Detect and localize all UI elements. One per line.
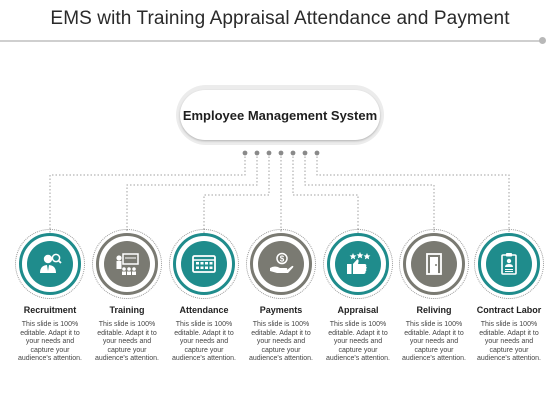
- node-ring: [92, 229, 162, 299]
- node-appraisal: Appraisal This slide is 100%editable. Ad…: [320, 229, 396, 364]
- connector-dot: [242, 150, 248, 156]
- connector-recruitment: [49, 153, 246, 233]
- connector-training: [126, 153, 258, 233]
- node-ring: [399, 229, 469, 299]
- node-label: Recruitment: [23, 305, 77, 315]
- node-label: Payments: [259, 305, 303, 315]
- connector-attendance: [203, 153, 270, 233]
- node-ring: [15, 229, 85, 299]
- node-attendance: Attendance This slide is 100%editable. A…: [166, 229, 242, 364]
- node-training: Training This slide is 100%editable. Ada…: [89, 229, 165, 364]
- attendance-icon: [181, 241, 227, 287]
- connector-reliving: [304, 153, 435, 233]
- title-divider: [0, 40, 541, 42]
- node-reliving: Reliving This slide is 100%editable. Ada…: [396, 229, 472, 364]
- connector-dot: [254, 150, 260, 156]
- center-node: Employee Management System: [180, 90, 380, 140]
- node-label: Reliving: [416, 305, 452, 315]
- node-label: Attendance: [179, 305, 229, 315]
- connector-dot: [278, 150, 284, 156]
- node-recruitment: Recruitment This slide is 100%editable. …: [12, 229, 88, 364]
- node-ring: [169, 229, 239, 299]
- title-divider-dot: [539, 37, 546, 44]
- page-title: EMS with Training Appraisal Attendance a…: [50, 8, 510, 29]
- payments-icon: $: [258, 241, 304, 287]
- node-contract-labor: Contract Labor This slide is 100%editabl…: [471, 229, 547, 364]
- connector-dot: [290, 150, 296, 156]
- node-label: Appraisal: [337, 305, 379, 315]
- node-ring: $: [246, 229, 316, 299]
- connector-dot: [266, 150, 272, 156]
- svg-text:$: $: [280, 255, 285, 264]
- training-icon: [104, 241, 150, 287]
- node-label: Contract Labor: [476, 305, 542, 315]
- appraisal-icon: [335, 241, 381, 287]
- contract-labor-icon: [486, 241, 532, 287]
- node-label: Training: [109, 305, 145, 315]
- connector-dot: [302, 150, 308, 156]
- node-ring: [474, 229, 544, 299]
- node-ring: [323, 229, 393, 299]
- connector-appraisal: [292, 153, 359, 233]
- connector-contract-labor: [316, 153, 510, 233]
- reliving-icon: [411, 241, 457, 287]
- recruitment-icon: [27, 241, 73, 287]
- node-payments: $ Payments This slide is 100%editable. A…: [243, 229, 319, 364]
- connector-dot: [314, 150, 320, 156]
